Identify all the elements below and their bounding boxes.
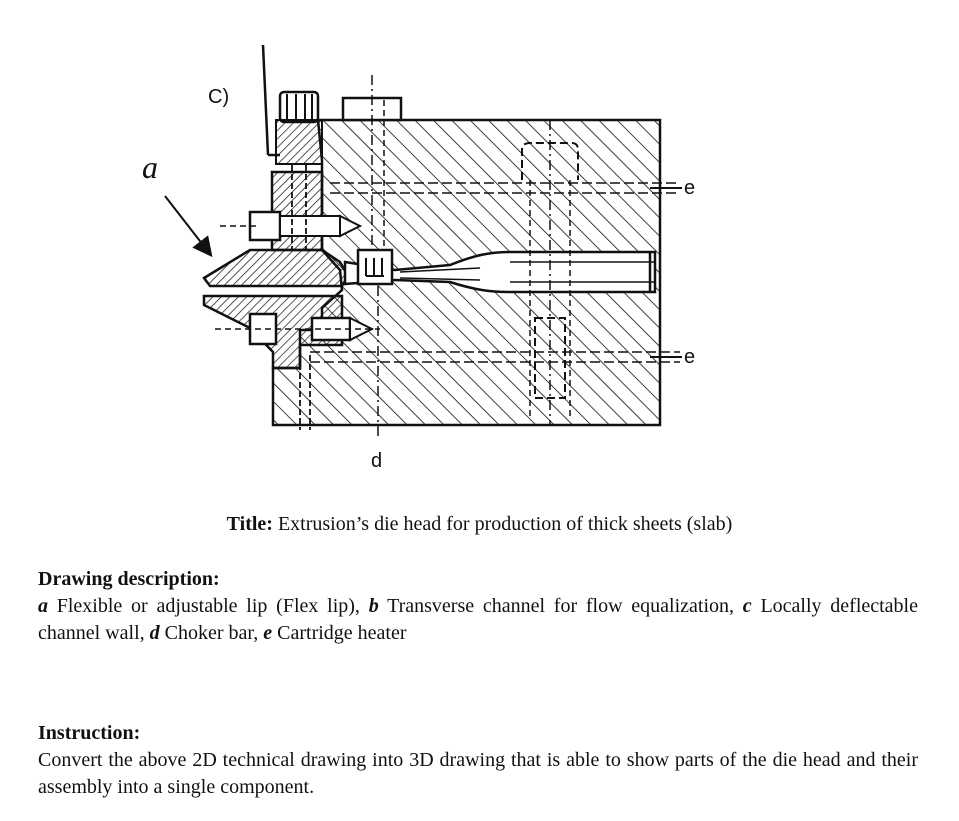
choker-bar xyxy=(356,75,394,440)
cartridge-heater-top xyxy=(330,182,682,194)
figure-title: Title: Extrusion’s die head for producti… xyxy=(0,513,959,536)
desc-key-d: d xyxy=(149,622,160,644)
lower-bolt xyxy=(215,312,380,346)
label-d: d xyxy=(371,450,382,472)
arrow-a xyxy=(164,195,213,258)
die-head-drawing: C) a d e e xyxy=(142,44,695,472)
desc-text-d: Choker bar, xyxy=(159,622,264,644)
upper-bolt xyxy=(220,210,363,242)
instruction-heading: Instruction: xyxy=(38,722,141,744)
adjust-screw-c xyxy=(261,44,323,165)
label-e-top: e xyxy=(684,177,695,199)
instruction-text: Convert the above 2D technical drawing i… xyxy=(38,749,918,798)
label-e-bottom: e xyxy=(684,346,695,368)
desc-key-b: b xyxy=(368,595,379,617)
instruction-block: Instruction: Convert the above 2D techni… xyxy=(38,720,918,801)
right-bolt-upper xyxy=(521,120,579,425)
label-c: C) xyxy=(208,86,229,108)
label-a: a xyxy=(142,149,158,185)
desc-key-a: a xyxy=(38,595,48,617)
desc-text-e: Cartridge heater xyxy=(272,622,407,644)
desc-text-c: Locally deflectable channel wall, xyxy=(38,595,918,644)
cartridge-heater-bottom xyxy=(310,351,682,363)
desc-key-e: e xyxy=(263,622,273,644)
desc-text-a: Flexible or adjustable lip (Flex lip), xyxy=(48,595,369,617)
desc-text-b: Transverse channel for flow equalization… xyxy=(378,595,743,617)
description-heading: Drawing description: xyxy=(38,568,220,590)
title-label: Title: xyxy=(226,513,273,535)
desc-key-c: c xyxy=(742,595,752,617)
description-body: a Flexible or adjustable lip (Flex lip),… xyxy=(38,593,918,647)
vertical-bolt-left xyxy=(291,165,311,430)
drawing-description: Drawing description: a Flexible or adjus… xyxy=(38,566,918,647)
flow-channel xyxy=(343,250,657,294)
title-text: Extrusion’s die head for production of t… xyxy=(272,513,733,535)
flexible-lip xyxy=(202,248,350,288)
right-bolt-lower xyxy=(534,317,566,399)
